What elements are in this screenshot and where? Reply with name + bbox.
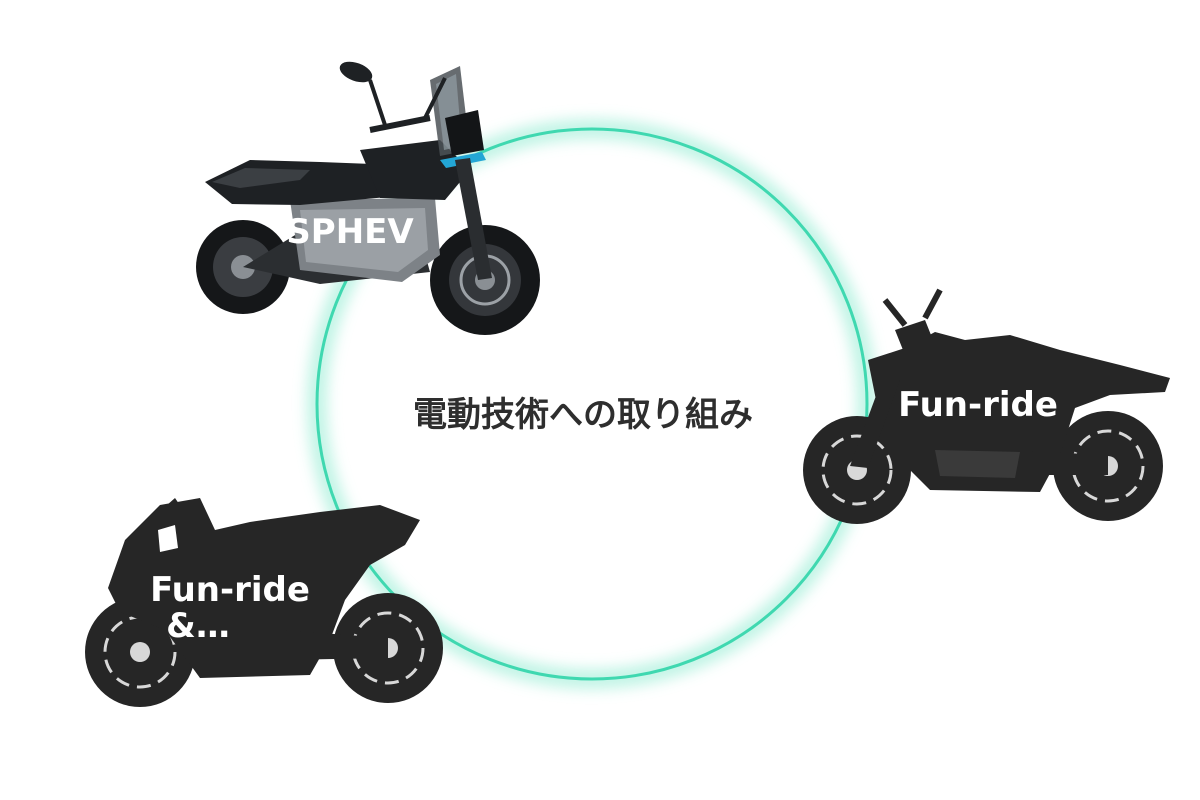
naked-bike-label: Fun-ride [898, 385, 1058, 425]
sphev-label: SPHEV [286, 212, 414, 252]
cycle-ring [307, 119, 877, 689]
sport-bike-label-line1: Fun-ride [150, 570, 310, 610]
center-label: 電動技術への取り組み [413, 395, 753, 435]
sphev-bike-photo [196, 61, 540, 335]
sport-bike-silhouette [85, 498, 443, 707]
naked-bike-silhouette [803, 288, 1170, 524]
sport-bike-label-line2: &… [166, 606, 230, 646]
